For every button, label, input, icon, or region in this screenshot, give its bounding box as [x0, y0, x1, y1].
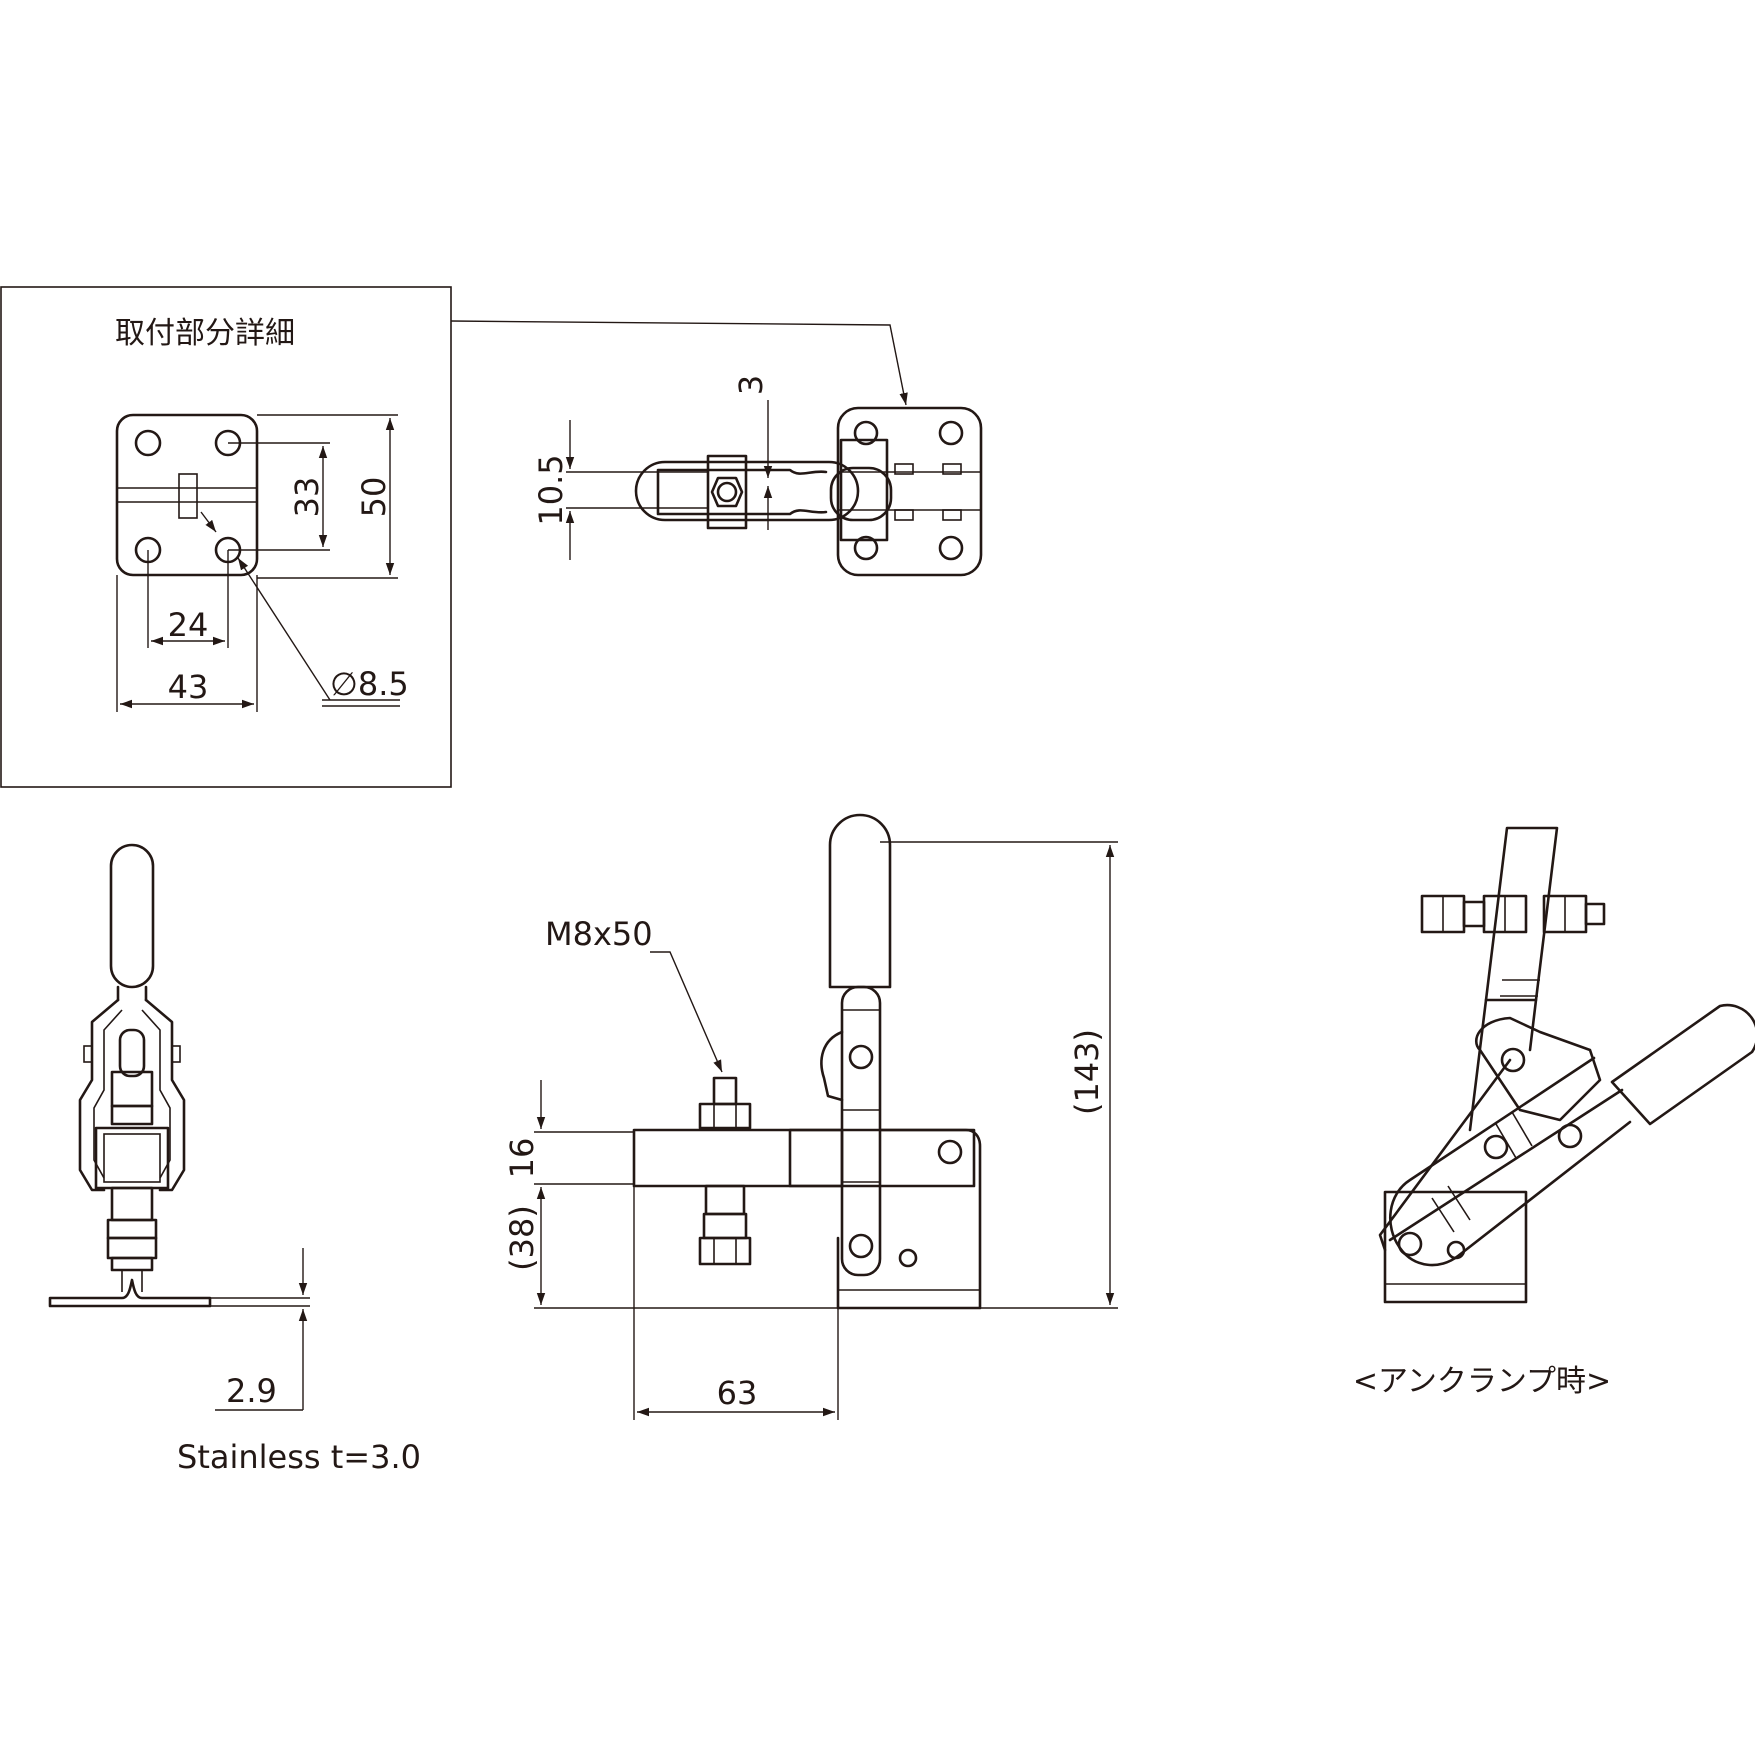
front-handle-grip — [828, 813, 892, 989]
side-lower-nut — [106, 1236, 158, 1260]
unclamp-base-body — [1383, 1190, 1528, 1304]
mounting-detail-panel: 取付部分詳細 33 50 24 43 ∅8.5 — [0, 286, 452, 788]
top-base-plate — [836, 406, 983, 577]
unclamp-handle-grip — [1610, 1003, 1755, 1126]
side-linkage-outer — [78, 998, 186, 1192]
top-handle-knob — [829, 466, 893, 522]
material-note: Stainless t=3.0 — [177, 1438, 421, 1476]
front-bolt-head — [698, 1236, 752, 1266]
dim-hole-diameter: ∅8.5 — [330, 665, 409, 703]
detail-frame — [0, 286, 452, 788]
side-view: 2.9 Stainless t=3.0 — [48, 843, 421, 1476]
dim-hole-pitch-horizontal: 24 — [168, 606, 209, 644]
dim-arm-height: (38) — [503, 1205, 541, 1271]
front-pivot-pin — [848, 1233, 874, 1259]
front-clamp-arm — [632, 1128, 976, 1188]
dim-base-thickness: 2.9 — [226, 1372, 277, 1410]
dim-overall-height: (143) — [1068, 1029, 1106, 1115]
mount-hole — [134, 429, 162, 457]
front-link — [820, 1030, 844, 1102]
detail-leader-line — [450, 320, 908, 406]
top-view: 10.5 3 — [532, 375, 983, 577]
side-base-flange — [48, 1278, 212, 1308]
dim-top-thickness: 3 — [732, 375, 770, 395]
dim-top-width: 10.5 — [532, 454, 570, 525]
unclamp-view: <アンクランプ時> — [1353, 826, 1755, 1399]
dim-plate-height: 50 — [355, 477, 393, 518]
plate-center-slot — [178, 473, 198, 519]
unclamp-link — [1378, 1058, 1512, 1252]
unclamp-caption: <アンクランプ時> — [1353, 1364, 1611, 1399]
unclamp-raised-arm — [1484, 826, 1559, 1002]
unclamp-handle-lever — [1388, 1088, 1624, 1242]
dim-plate-width: 43 — [168, 668, 209, 706]
unclamp-pivot-plate — [1475, 1016, 1602, 1122]
front-pivot-pin — [848, 1044, 874, 1070]
base-plate-outline — [115, 413, 259, 577]
bolt-spec-label: M8x50 — [545, 915, 653, 953]
dim-reach: 63 — [717, 1374, 758, 1412]
front-upper-nut — [698, 1102, 752, 1130]
front-lower-nut — [702, 1212, 748, 1240]
dim-hole-pitch-vertical: 33 — [288, 477, 326, 518]
detail-title: 取付部分詳細 — [115, 316, 295, 351]
dim-arm-thickness: 16 — [503, 1138, 541, 1179]
front-bolt-tip — [712, 1076, 738, 1106]
top-spindle-arm — [656, 468, 828, 516]
side-handle-grip — [109, 843, 155, 989]
front-view: M8x50 (143) 16 (38) 63 — [503, 813, 1118, 1420]
side-body-block — [94, 1126, 170, 1190]
top-hex-nut — [710, 476, 744, 508]
